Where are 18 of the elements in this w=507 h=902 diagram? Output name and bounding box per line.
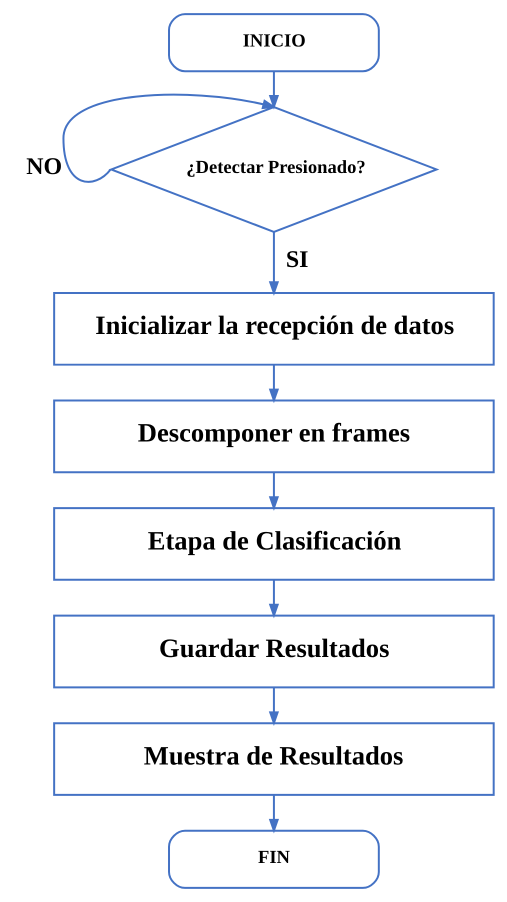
node-box: INICIO [168, 13, 380, 72]
arrow [268, 472, 279, 511]
edge-label: SI [285, 246, 308, 273]
node-box: Inicializar la recepción de datos [52, 292, 494, 366]
node-box: Etapa de Clasificación [52, 507, 494, 581]
node-box: Descomponer en frames [52, 400, 494, 474]
arrow [268, 365, 279, 404]
node-diamond: ¿Detectar Presionado? [108, 106, 439, 233]
arrow [62, 94, 276, 183]
arrow [268, 688, 279, 726]
arrow [268, 72, 279, 110]
node-box: Muestra de Resultados [52, 722, 494, 796]
arrow [268, 580, 279, 618]
edge-label: NO [26, 154, 62, 180]
arrow [268, 232, 279, 296]
node-box: Guardar Resultados [52, 614, 494, 688]
arrow [268, 795, 279, 834]
node-box: FIN [168, 830, 380, 889]
